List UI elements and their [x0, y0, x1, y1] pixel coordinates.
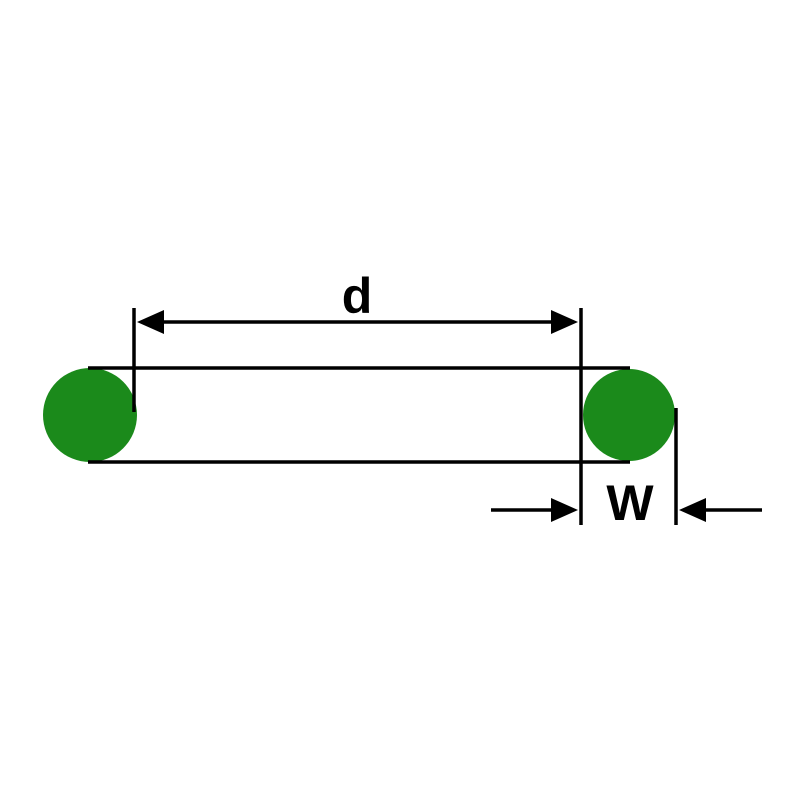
- oring-cross-section-right: [583, 369, 675, 461]
- w-dimension-label: W: [606, 475, 654, 531]
- w-arrowhead-right: [679, 498, 706, 522]
- w-arrowhead-left: [551, 498, 578, 522]
- d-arrowhead-left: [137, 310, 164, 334]
- oring-cross-section-left: [43, 368, 137, 462]
- d-dimension-label: d: [342, 268, 373, 324]
- d-arrowhead-right: [551, 310, 578, 334]
